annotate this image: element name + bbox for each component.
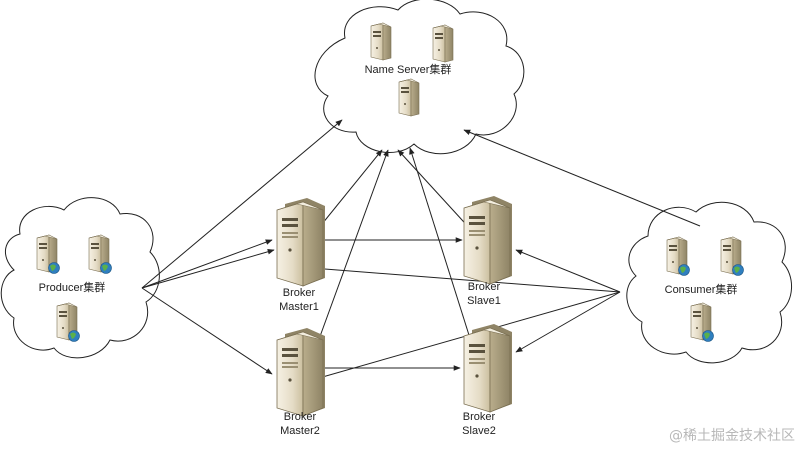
broker-slave1-label-line1: Broker <box>468 281 501 293</box>
broker-slave1-label-line2: Slave1 <box>467 295 501 307</box>
consumer-cluster-label: Consumer集群 <box>665 282 738 296</box>
edge-consumer-slave1 <box>515 249 621 293</box>
broker-slave1-server-icon <box>463 195 513 285</box>
edge-consumer-master1 <box>311 265 621 293</box>
edge-producer-master2 <box>141 287 273 375</box>
name-server-icon-3 <box>398 78 420 117</box>
edge-consumer-nameserver <box>463 129 701 227</box>
broker-slave2-server-icon <box>463 323 513 413</box>
name-server-icon-1 <box>370 22 392 61</box>
consumer-server-icon-1 <box>667 237 690 276</box>
edge-producer-nameserver <box>141 119 343 289</box>
broker-master2-label-line1: Broker <box>284 411 317 423</box>
broker-master1-server-icon <box>276 197 326 287</box>
broker-slave2-label-line1: Broker <box>463 411 496 423</box>
broker-master2-label-line2: Master2 <box>280 425 320 437</box>
watermark-text: @稀土掘金技术社区 <box>669 428 795 444</box>
consumer-server-icon-2 <box>721 237 744 276</box>
broker-master1-label-line2: Master1 <box>279 301 319 313</box>
edge-slave2-nameserver <box>409 147 481 371</box>
producer-cloud <box>0 197 160 359</box>
name-server-cluster-label: Name Server集群 <box>365 62 452 76</box>
broker-master1-label-line1: Broker <box>283 287 316 299</box>
producer-cluster-label: Producer集群 <box>39 280 106 294</box>
broker-master2-server-icon <box>276 327 326 417</box>
name-server-cloud <box>314 0 525 155</box>
edge-producer-master1-b <box>141 249 275 289</box>
name-server-icon-2 <box>432 24 454 63</box>
edge-producer-master1 <box>141 239 273 289</box>
producer-server-icon-1 <box>37 235 60 274</box>
edge-consumer-slave2 <box>515 291 621 353</box>
producer-server-icon-3 <box>57 303 80 342</box>
producer-server-icon-2 <box>89 235 112 274</box>
broker-slave2-label-line2: Slave2 <box>462 425 496 437</box>
consumer-server-icon-3 <box>691 303 714 342</box>
